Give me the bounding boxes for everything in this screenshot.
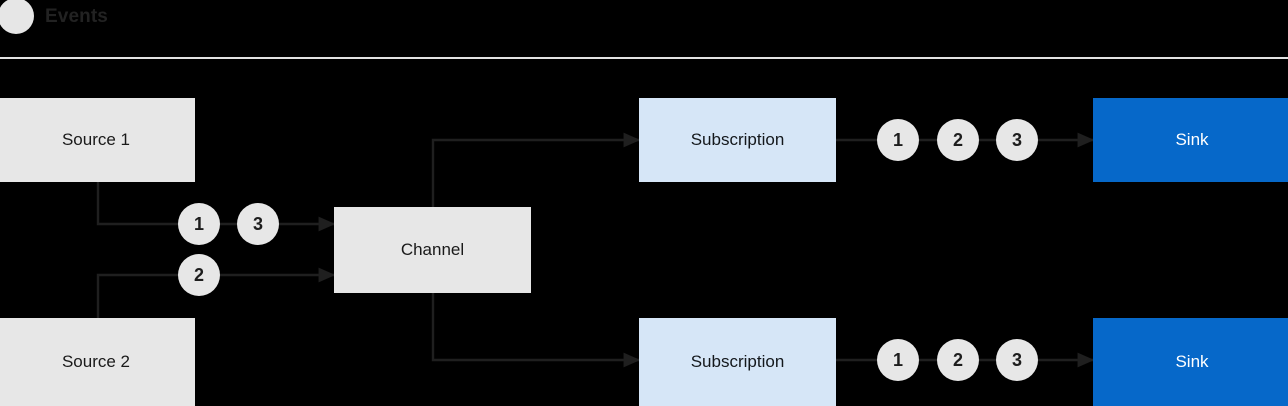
node-source-1[interactable]: Source 1 <box>0 98 195 182</box>
event-badge: 2 <box>937 339 979 381</box>
node-source-2[interactable]: Source 2 <box>0 318 195 406</box>
node-subscription-2-label: Subscription <box>690 352 785 371</box>
event-badge: 1 <box>877 119 919 161</box>
node-channel-label: Channel <box>400 240 465 259</box>
node-sink-1-label: Sink <box>1175 130 1209 149</box>
event-badge: 3 <box>996 119 1038 161</box>
node-subscription-2[interactable]: Subscription <box>639 318 836 406</box>
events-circle-icon <box>0 0 34 34</box>
event-badge: 2 <box>178 254 220 296</box>
legend-label: Events <box>45 6 108 27</box>
node-channel[interactable]: Channel <box>334 207 531 293</box>
node-subscription-1-label: Subscription <box>690 130 785 149</box>
event-badge: 2 <box>937 119 979 161</box>
event-badge: 3 <box>996 339 1038 381</box>
event-badge: 1 <box>178 203 220 245</box>
node-sink-1[interactable]: Sink <box>1093 98 1288 182</box>
header-divider <box>0 57 1288 59</box>
node-source-2-label: Source 2 <box>61 352 131 371</box>
node-sink-2[interactable]: Sink <box>1093 318 1288 406</box>
node-subscription-1[interactable]: Subscription <box>639 98 836 182</box>
node-sink-2-label: Sink <box>1175 352 1209 371</box>
event-badge: 3 <box>237 203 279 245</box>
event-badge: 1 <box>877 339 919 381</box>
node-source-1-label: Source 1 <box>61 130 131 149</box>
